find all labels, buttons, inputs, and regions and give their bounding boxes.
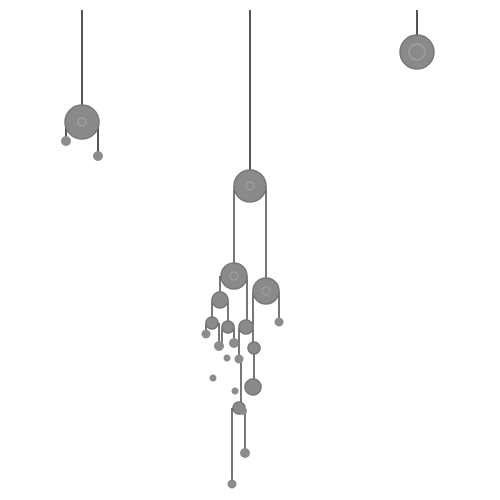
pulley-wheel[interactable] (211, 291, 229, 309)
pulley-wheel[interactable] (244, 378, 262, 396)
weight[interactable] (201, 329, 211, 339)
pulley-assembly-left (61, 104, 103, 161)
center-pulley-hubs (229, 181, 271, 296)
pulley-wheel[interactable] (205, 316, 219, 330)
ceiling-ropes (81, 10, 418, 170)
pulley-wheel[interactable] (252, 277, 280, 305)
pulley-hub (229, 271, 239, 281)
weight[interactable] (229, 338, 239, 348)
pulley-assembly-right (399, 34, 435, 70)
pulley-wheel-top[interactable] (233, 169, 267, 203)
weight[interactable] (223, 354, 231, 362)
weight[interactable] (240, 448, 250, 458)
weight[interactable] (209, 374, 217, 382)
pulley-hub (77, 117, 87, 127)
pulley-wheel[interactable] (64, 104, 100, 140)
pulley-assembly-center (201, 169, 284, 489)
pulley-wheel[interactable] (220, 262, 248, 290)
weight[interactable] (231, 387, 239, 395)
pulley-wheel[interactable] (238, 319, 254, 335)
weight[interactable] (239, 407, 247, 415)
weight[interactable] (227, 479, 237, 489)
weight[interactable] (93, 151, 103, 161)
weight[interactable] (234, 354, 244, 364)
weight[interactable] (61, 136, 71, 146)
pulley-hub (408, 43, 426, 61)
pulley-hub (245, 181, 255, 191)
weight[interactable] (214, 341, 224, 351)
pulley-wheel[interactable] (221, 320, 235, 334)
center-weights (201, 317, 284, 489)
center-pulleys (205, 169, 280, 415)
pulley-wheel[interactable] (247, 341, 261, 355)
pulley-wheel[interactable] (399, 34, 435, 70)
weight[interactable] (274, 317, 284, 327)
pulley-hub (261, 286, 271, 296)
center-ropes (205, 186, 280, 484)
